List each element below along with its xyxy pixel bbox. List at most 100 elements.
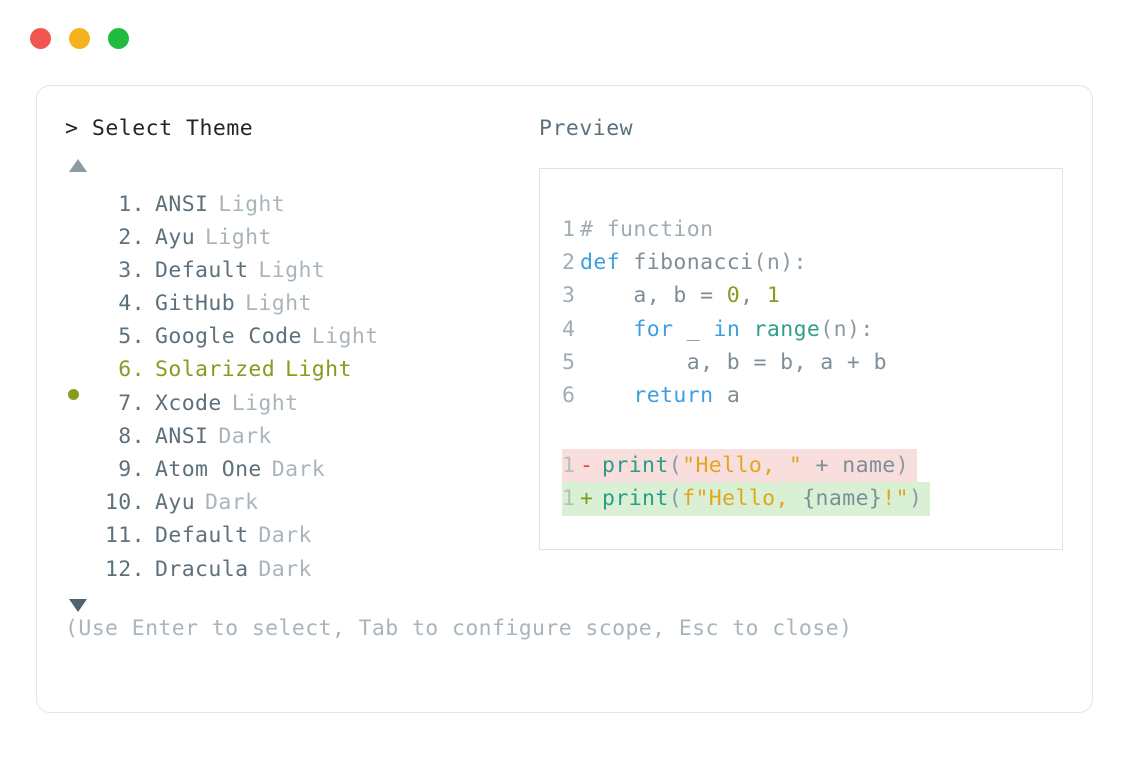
code-token: return	[633, 383, 714, 409]
theme-item-variant: Light	[311, 324, 379, 350]
code-token: fibonacci	[633, 249, 754, 275]
theme-item-variant: Light	[258, 257, 326, 283]
theme-item-index: 9.	[118, 457, 145, 482]
code-token: !"	[882, 486, 909, 512]
theme-item-name: Default	[155, 257, 249, 283]
theme-item-variant: Light	[231, 390, 299, 416]
page-title: > Select Theme	[65, 116, 254, 141]
theme-item-index: 2.	[118, 224, 145, 250]
theme-item-variant: Light	[218, 191, 286, 217]
theme-list-item[interactable]: 1. ANSI Light	[65, 188, 535, 221]
code-line-text: return a	[580, 379, 740, 412]
theme-item-index: 7.	[118, 390, 145, 416]
theme-item-variant: Dark	[205, 490, 259, 516]
preview-label: Preview	[539, 116, 634, 141]
theme-item-index: 1.	[118, 191, 145, 217]
code-token: )	[895, 452, 909, 478]
theme-item-variant: Light	[205, 224, 272, 250]
theme-item-name: Solarized	[155, 357, 276, 383]
code-line-text: def fibonacci(n):	[580, 246, 807, 279]
theme-item-index: 8.	[118, 423, 145, 449]
code-token	[580, 383, 633, 408]
code-token: +	[802, 452, 843, 478]
theme-list-item[interactable]: 10. Ayu Dark	[65, 486, 535, 519]
theme-item-index: 12.	[104, 556, 145, 582]
theme-item-name: Ayu	[155, 490, 196, 516]
diff-line-number: 1	[562, 452, 576, 478]
scroll-down-icon[interactable]	[69, 598, 87, 612]
code-token: a	[713, 383, 741, 409]
diff-line-plus: 1+print(f"Hello, {name}!")	[562, 482, 931, 516]
theme-list-item[interactable]: 8. ANSI Dark	[65, 420, 535, 453]
code-token: (n):	[820, 316, 874, 342]
code-line-number: 6	[562, 383, 576, 409]
theme-item-name: ANSI	[155, 423, 209, 449]
code-token: (	[668, 452, 683, 478]
theme-item-index: 10.	[104, 490, 145, 516]
theme-list-item[interactable]: 2. Ayu Light	[65, 221, 535, 254]
theme-item-variant: Dark	[218, 423, 272, 449]
theme-item-variant: Dark	[258, 556, 312, 582]
code-token	[740, 317, 753, 342]
theme-item-name: Atom One	[155, 457, 262, 482]
code-line-text: for _ in range(n):	[580, 313, 874, 346]
code-token: print	[602, 452, 669, 478]
code-token: )	[908, 486, 923, 512]
code-token	[580, 317, 633, 342]
bullet-icon	[68, 389, 79, 401]
code-diff-separator	[562, 413, 1062, 449]
code-token: range	[753, 316, 821, 342]
code-token: (n):	[753, 249, 807, 275]
minimize-window-button[interactable]	[69, 28, 90, 49]
theme-item-variant: Light	[245, 291, 312, 317]
code-line: 1# function	[562, 213, 1062, 246]
theme-item-name: ANSI	[155, 191, 209, 217]
code-line-text: a, b = b, a + b	[580, 346, 887, 379]
theme-item-name: GitHub	[155, 291, 236, 317]
theme-list-item[interactable]: 3. Default Light	[65, 254, 535, 287]
code-line-text: # function	[580, 213, 713, 246]
theme-list-item[interactable]: 12. Dracula Dark	[65, 553, 535, 586]
scroll-up-icon[interactable]	[69, 158, 87, 172]
code-token: {name}	[802, 486, 883, 512]
code-token: a, b = b, a + b	[580, 350, 887, 376]
code-token: "Hello, "	[682, 452, 803, 478]
code-token: f"Hello,	[682, 486, 803, 512]
code-token: in	[713, 316, 741, 342]
diff-line-minus: 1-print("Hello, " + name)	[562, 448, 917, 483]
theme-item-index: 11.	[104, 523, 145, 549]
diff-marker-icon: -	[580, 452, 594, 478]
diff-line-text: print("Hello, " + name)	[602, 449, 917, 482]
theme-list-item[interactable]: 6. Solarized Light	[65, 353, 535, 401]
theme-item-variant: Light	[285, 357, 352, 383]
window-titlebar	[30, 28, 129, 49]
code-line: 5 a, b = b, a + b	[562, 346, 1062, 379]
code-token: print	[602, 486, 669, 512]
code-token: (	[668, 486, 683, 512]
code-line-number: 1	[562, 216, 576, 242]
theme-item-index: 3.	[118, 257, 145, 283]
theme-item-index: 6.	[118, 357, 145, 383]
code-line-number: 4	[562, 316, 576, 342]
theme-item-name: Ayu	[155, 224, 196, 250]
diff-marker-icon: +	[580, 486, 594, 512]
code-line-text: a, b = 0, 1	[580, 279, 780, 312]
theme-item-name: Dracula	[155, 556, 249, 582]
close-window-button[interactable]	[30, 28, 51, 49]
theme-item-index: 5.	[118, 324, 145, 350]
zoom-window-button[interactable]	[108, 28, 129, 49]
code-token: name	[842, 452, 896, 478]
